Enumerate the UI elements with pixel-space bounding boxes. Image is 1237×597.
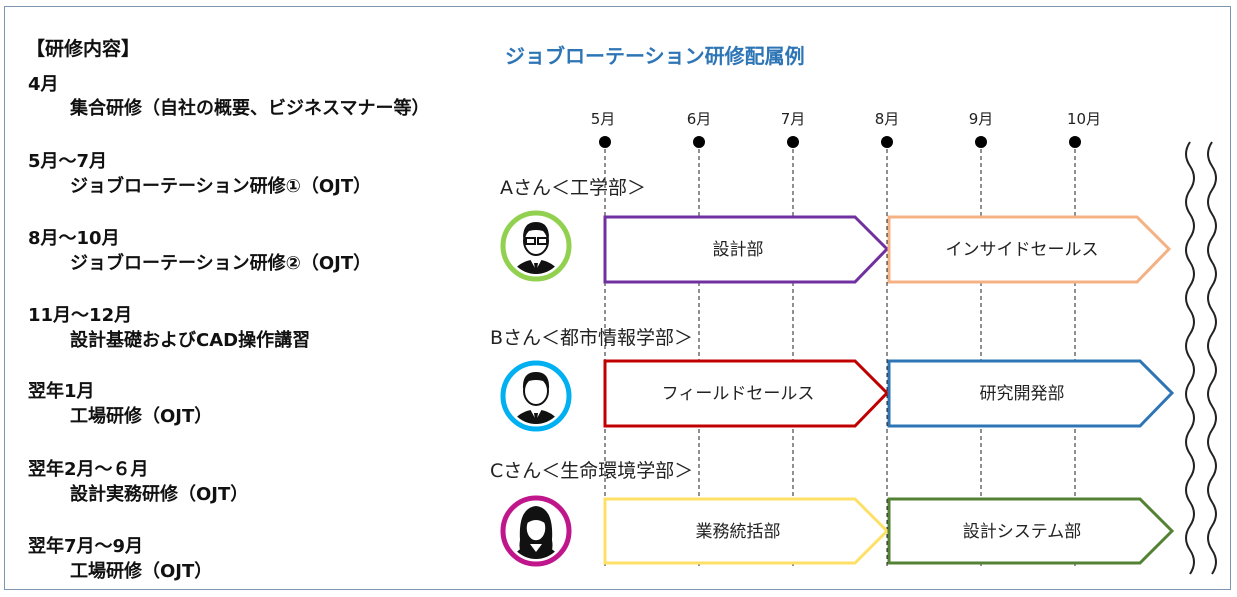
assignment-label-c-1: 業務統括部: [696, 522, 781, 542]
assignment-label-a-1: 設計部: [713, 240, 764, 260]
month-label-9: 9月: [969, 110, 994, 128]
assignment-arrow-c-1: [603, 497, 890, 565]
timeline-break-icon: [1185, 141, 1217, 575]
schedule-period-1: 4月: [28, 74, 59, 95]
person-a: Aさん＜工学部＞ 設計部 インサイドセールス: [500, 177, 1172, 284]
month-marker-6: [693, 136, 705, 148]
male-glasses-avatar-icon: [500, 210, 572, 282]
female-avatar-icon: [500, 495, 572, 567]
month-label-7: 7月: [781, 110, 806, 128]
schedule-content-3: ジョブローテーション研修②（OJT）: [70, 253, 372, 274]
assignment-arrow-a-1: [603, 215, 890, 284]
outer-frame: [4, 6, 1231, 590]
assignment-arrow-b-2: [887, 359, 1175, 428]
month-label-10: 10月: [1067, 110, 1101, 128]
schedule-period-4: 11月～12月: [28, 305, 133, 326]
schedule-content-5: 工場研修（OJT）: [70, 406, 213, 427]
month-label-5: 5月: [591, 110, 616, 128]
assignment-arrow-b-1: [603, 359, 890, 428]
month-marker-5: [599, 136, 611, 148]
male-avatar-icon: [500, 360, 572, 432]
diagram-title: ジョブローテーション研修配属例: [505, 44, 805, 68]
month-label-8: 8月: [875, 110, 900, 128]
person-c-label: Cさん＜生命環境学部＞: [490, 460, 693, 482]
schedule-period-6: 翌年2月～６月: [28, 459, 149, 480]
schedule-content-1: 集合研修（自社の概要、ビジネスマナー等）: [70, 98, 430, 119]
schedule-content-6: 設計実務研修（OJT）: [70, 484, 249, 505]
schedule-period-2: 5月～7月: [28, 151, 108, 172]
schedule-content-4: 設計基礎およびCAD操作講習: [70, 330, 311, 351]
month-marker-10: [1069, 136, 1081, 148]
schedule-content-7: 工場研修（OJT）: [70, 561, 213, 582]
month-marker-8: [881, 136, 893, 148]
month-marker-9: [975, 136, 987, 148]
person-c: Cさん＜生命環境学部＞ 業務統括部 設計システム部: [490, 460, 1175, 567]
schedule-content-2: ジョブローテーション研修①（OJT）: [70, 176, 372, 197]
assignment-arrow-c-2: [887, 497, 1175, 565]
person-a-label: Aさん＜工学部＞: [500, 177, 646, 199]
assignment-label-b-2: 研究開発部: [980, 384, 1065, 404]
schedule-period-5: 翌年1月: [28, 381, 95, 402]
assignment-label-c-2: 設計システム部: [963, 522, 1082, 542]
person-b-label: Bさん＜都市情報学部＞: [490, 327, 693, 349]
month-label-6: 6月: [687, 110, 712, 128]
schedule-period-3: 8月～10月: [28, 228, 120, 249]
assignment-arrow-a-2: [887, 215, 1172, 284]
schedule-period-7: 翌年7月～9月: [28, 536, 144, 557]
month-marker-7: [787, 136, 799, 148]
month-markers: [599, 136, 1081, 148]
schedule-header: 【研修内容】: [26, 38, 141, 60]
month-gridlines: [604, 142, 1076, 567]
assignment-label-a-2: インサイドセールス: [946, 240, 1099, 260]
assignment-label-b-1: フィールドセールス: [662, 384, 815, 404]
person-b: Bさん＜都市情報学部＞ フィールドセールス 研究開発部: [490, 327, 1175, 432]
